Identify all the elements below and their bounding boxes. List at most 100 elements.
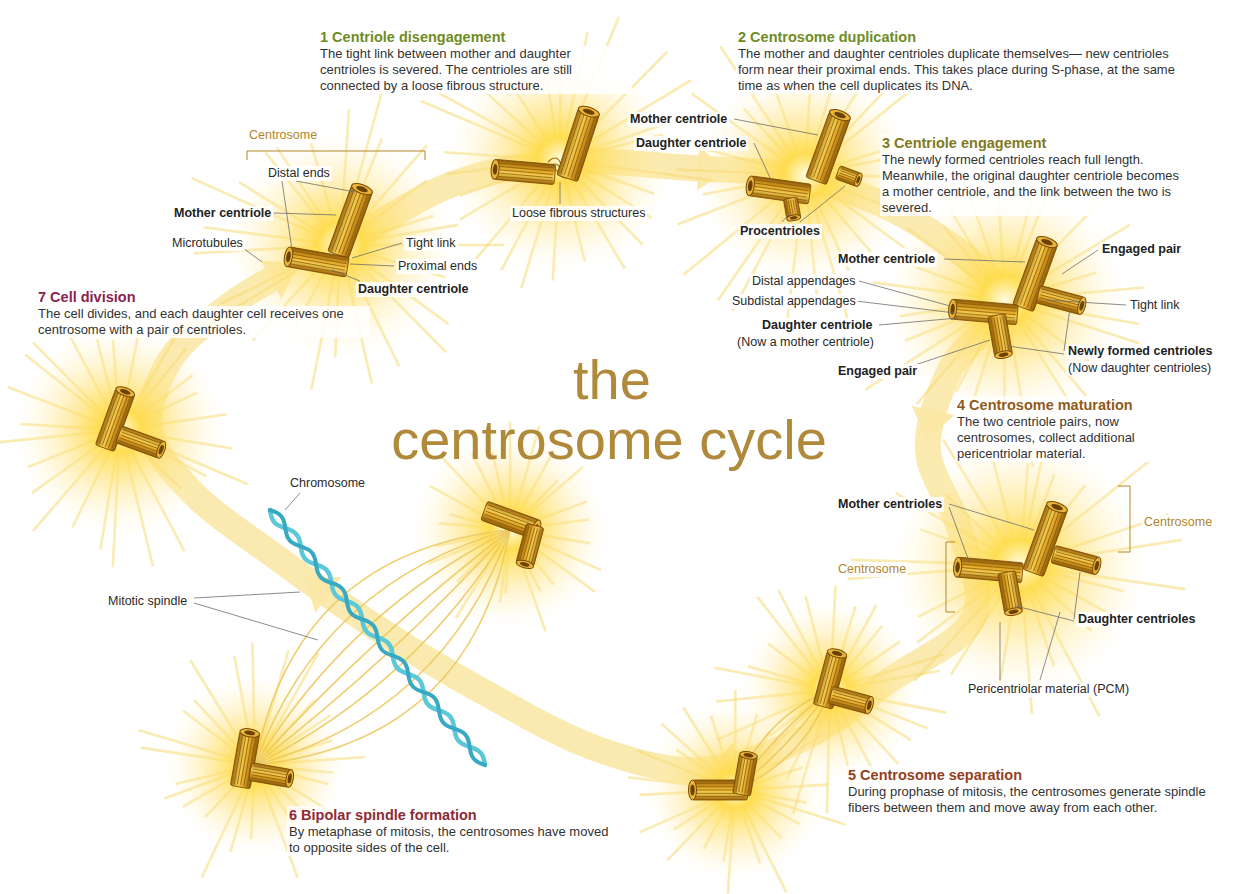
centriole (745, 175, 811, 204)
centriole (998, 571, 1023, 617)
centriole-body (287, 247, 350, 277)
microtubule-triplet (251, 778, 287, 784)
part-label: Tight link (1128, 298, 1182, 313)
microtubule-triplet (291, 250, 347, 260)
bracket (247, 151, 425, 160)
centriole-lumen (355, 185, 368, 194)
leader-line (350, 264, 394, 266)
microtubule-triplet (1039, 298, 1080, 309)
microtubule-triplet (575, 115, 596, 179)
centriole-end (739, 750, 758, 760)
chromatid (270, 510, 485, 765)
microtubule-triplet (817, 653, 830, 703)
centriole-end (114, 385, 136, 399)
stage-heading: 1 Centriole disengagement (318, 28, 507, 46)
microtubule-triplet (519, 526, 529, 562)
glow (645, 700, 825, 880)
microtubule-triplet (752, 179, 808, 187)
centriole-body (988, 314, 1013, 357)
microtubule-triplet (1057, 549, 1098, 560)
part-label: Daughter centriole (634, 136, 748, 151)
part-label: (Now a mother centriole) (735, 335, 876, 350)
stage-description: The mother and daughter centrioles dupli… (736, 46, 1190, 94)
leader-line (296, 181, 355, 192)
part-label: Loose fibrous structures (510, 206, 647, 221)
leader-line (856, 301, 955, 313)
centriole-end (1035, 234, 1059, 250)
centriole-lumen (582, 108, 595, 116)
centriole (283, 246, 350, 277)
stage-heading: 3 Centriole engagement (880, 134, 1048, 152)
centriole-lumen (520, 561, 531, 567)
centriole-lumen (285, 251, 291, 263)
centriole-body (557, 108, 600, 181)
stage-heading: 2 Centrosome duplication (736, 28, 918, 46)
stage-heading: 7 Cell division (36, 288, 138, 306)
microtubule-triplet (1039, 300, 1080, 311)
part-label: Distal ends (266, 166, 332, 181)
centriole-body (952, 299, 1018, 325)
centriole-end (745, 175, 756, 196)
microtubule-triplet (1001, 575, 1007, 611)
centriole-body (749, 176, 811, 204)
microtubule-triplet (1013, 573, 1019, 609)
centriole-lumen (790, 216, 798, 220)
centriole-end (1091, 556, 1103, 575)
structure-label: Centrosome (1142, 515, 1214, 530)
centriole-lumen (998, 352, 1008, 358)
stage-heading: 5 Centrosome separation (846, 766, 1024, 784)
bracket (1118, 486, 1130, 552)
centriole-end (350, 181, 374, 197)
leader-line (800, 186, 845, 222)
centriole (828, 686, 875, 715)
centriole (1036, 285, 1088, 315)
microtubule-triplet (253, 769, 289, 775)
glow (885, 180, 1125, 420)
stage-description: The two centriole pairs, now centrosomes… (955, 414, 1194, 462)
centriole (835, 166, 863, 188)
microtubule-triplet (745, 757, 751, 793)
leader-line (944, 259, 1025, 262)
leader-line (352, 243, 402, 258)
part-label: Mother centriole (172, 206, 273, 221)
leader-line (1062, 250, 1098, 274)
centriole (1051, 545, 1103, 575)
centriole-lumen (158, 444, 165, 455)
mitotic-spindle (255, 530, 830, 790)
microtubule-triplet (751, 186, 807, 194)
part-label: Daughter centriole (760, 318, 874, 333)
centriole-lumen (244, 730, 256, 736)
leader-line (194, 592, 300, 598)
stage-description: By metaphase of mitosis, the centrosomes… (287, 824, 621, 856)
structure-label: Centrosome (836, 562, 908, 577)
part-label: Distal appendages (750, 274, 858, 289)
leader-line (754, 143, 772, 182)
centriole-lumen (856, 176, 862, 184)
centriole-end (285, 769, 295, 788)
microtubule-triplet (1055, 555, 1096, 566)
centriole-end (689, 780, 697, 800)
microtubule-triplet (1042, 289, 1083, 300)
chromatid (270, 510, 485, 765)
microtubule-triplet (487, 508, 536, 526)
microtubule-triplet (252, 775, 288, 781)
centriole (988, 314, 1013, 360)
centriole-end (864, 696, 876, 715)
leader-line (734, 119, 818, 135)
microtubule-triplet (959, 561, 1021, 566)
stage-description: The cell divides, and each daughter cell… (36, 306, 370, 338)
microtubule-triplet (742, 756, 748, 792)
microtubule-triplet (1056, 552, 1097, 563)
microtubule-triplet (121, 435, 160, 449)
centriole (249, 763, 295, 788)
chromosome (270, 510, 485, 765)
leader-line (332, 270, 360, 281)
centriole-lumen (747, 180, 753, 192)
microtubule-triplet (751, 189, 807, 197)
centriole-body (249, 763, 292, 788)
centriole-lumen (287, 773, 293, 783)
centriole-end (826, 647, 847, 660)
centriole-lumen (1008, 609, 1018, 615)
part-label: Engaged pair (1100, 242, 1183, 257)
stage-description: The tight link between mother and daught… (318, 46, 632, 94)
